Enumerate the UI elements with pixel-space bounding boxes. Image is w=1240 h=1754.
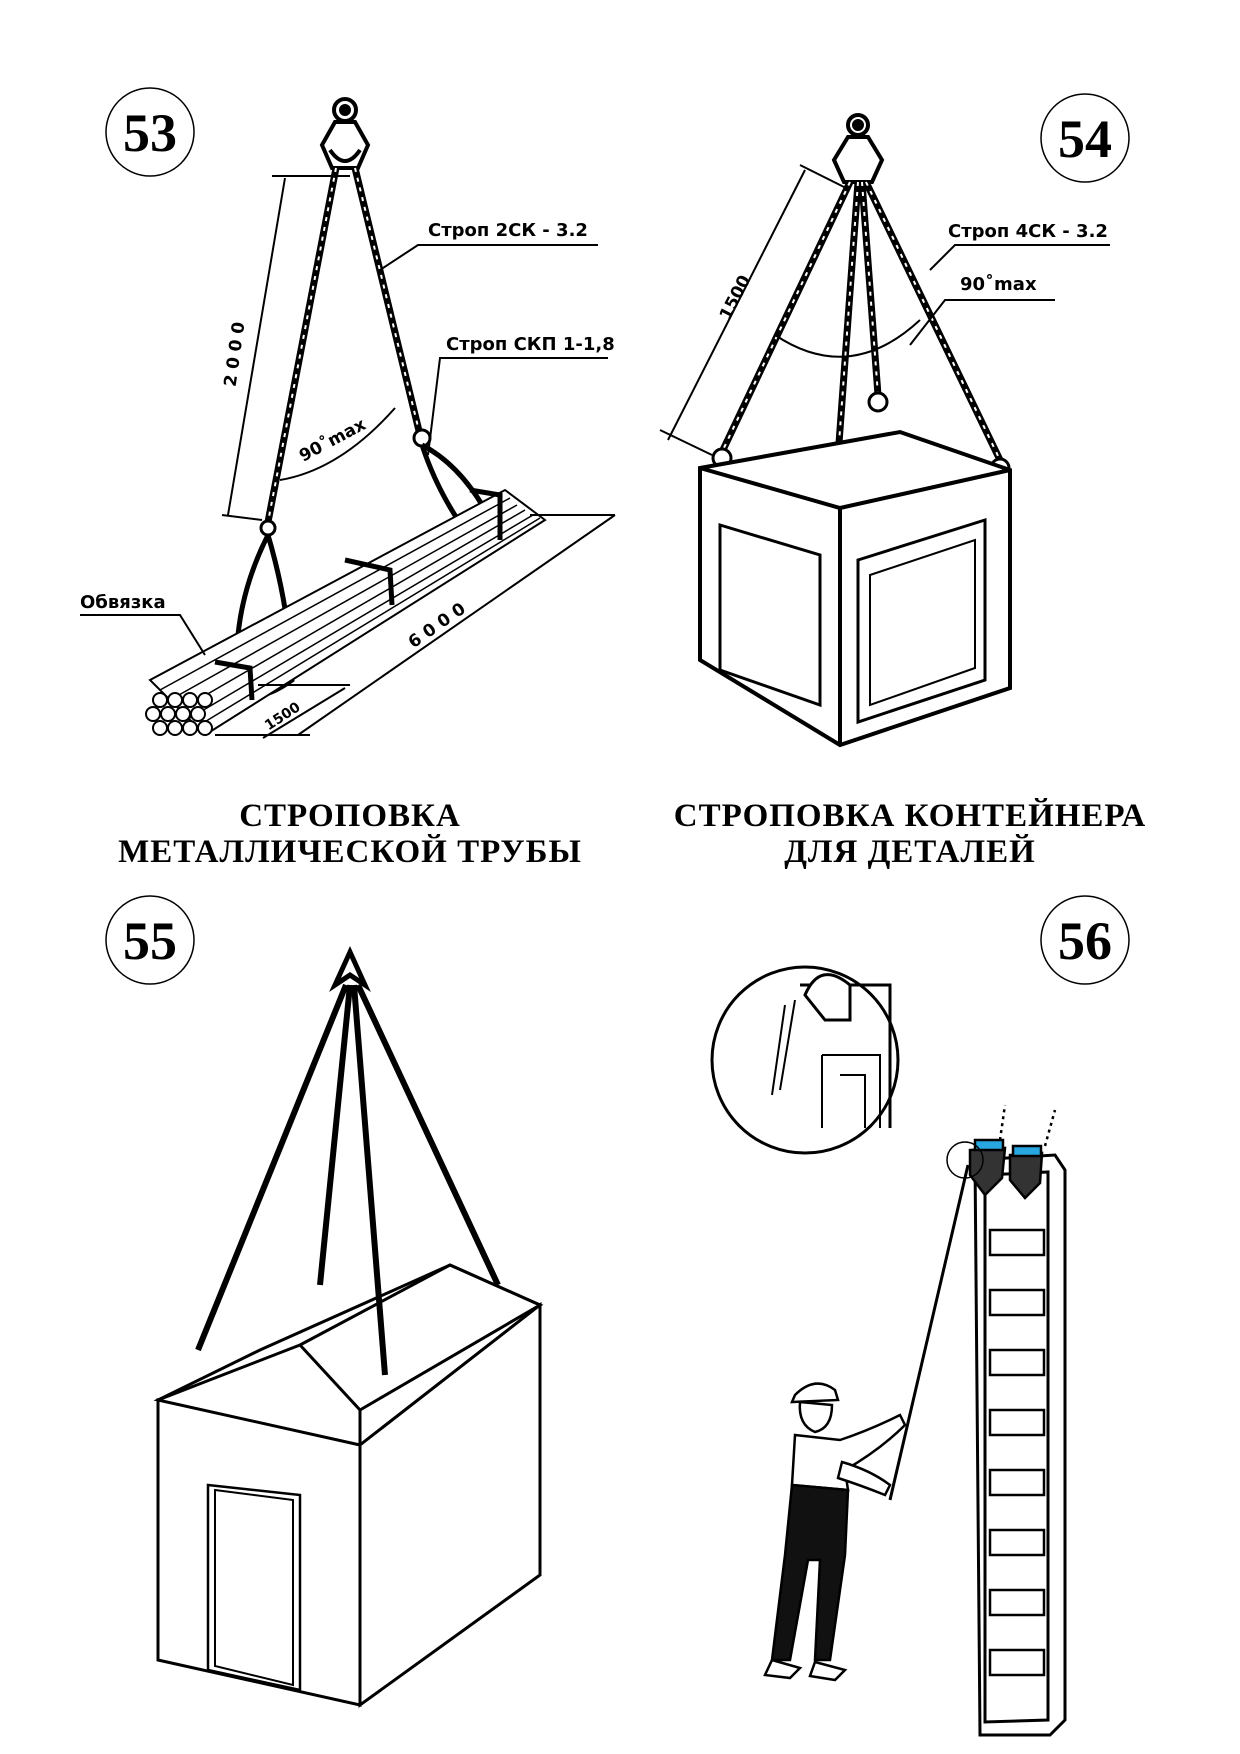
crane-hook-icon (831, 113, 885, 184)
svg-text:54: 54 (1058, 109, 1112, 169)
dimension-lines-bundle (215, 514, 616, 739)
caption-line: СТРОПОВКА КОНТЕЙНЕРА (673, 798, 1147, 834)
ladder (973, 1153, 1067, 1737)
panel-55: 55 (105, 895, 544, 1708)
panel-number-badge-56: 56 (1040, 895, 1130, 985)
four-leg-sling (195, 983, 501, 1376)
svg-text:55: 55 (123, 911, 177, 971)
label-binding: Обвязка (80, 592, 166, 613)
detail-zoom-circle (710, 965, 900, 1155)
building-module (153, 1263, 544, 1708)
dimension-label-height: 2 0 0 0 (221, 321, 250, 388)
label-sling-skp: Строп СКП 1-1,8 (446, 334, 615, 355)
caption-panel-53: СТРОПОВКА МЕТАЛЛИЧЕСКОЙ ТРУБЫ (70, 798, 630, 870)
dimension-label-height: 1500 (716, 272, 755, 323)
angle-arc (774, 319, 921, 358)
panel-53: 53 2 0 0 0 9 (80, 87, 616, 739)
panel-54: 54 1500 (659, 93, 1130, 748)
panel-number-badge-54: 54 (1040, 93, 1130, 183)
gripper-clamps (946, 1104, 1057, 1200)
pipe-bundle (145, 487, 547, 737)
angle-label: 90˚max (295, 413, 369, 466)
svg-text:53: 53 (123, 103, 177, 163)
caption-line: СТРОПОВКА (239, 798, 461, 834)
lifting-pole (888, 1164, 970, 1501)
dimension-height-1500 (659, 164, 851, 456)
panel-number-badge-55: 55 (105, 895, 195, 985)
svg-text:56: 56 (1058, 911, 1112, 971)
panel-number-badge-53: 53 (105, 87, 195, 177)
panel-56: 56 (710, 895, 1130, 1737)
dimension-height-2000 (221, 175, 350, 521)
caption-line: ДЛЯ ДЕТАЛЕЙ (784, 834, 1036, 870)
angle-label: 90˚max (960, 273, 1037, 295)
caption-line: МЕТАЛЛИЧЕСКОЙ ТРУБЫ (118, 834, 582, 870)
label-sling-2sk: Строп 2СК - 3.2 (428, 220, 588, 241)
lifting-ring-icon (329, 945, 371, 992)
dimension-label-length: 6 0 0 0 (405, 599, 470, 653)
crane-hook-icon (319, 97, 371, 170)
worker-figure (763, 1382, 907, 1682)
two-leg-sling (259, 167, 432, 537)
container (698, 429, 1012, 748)
caption-panel-54: СТРОПОВКА КОНТЕЙНЕРА ДЛЯ ДЕТАЛЕЙ (640, 798, 1180, 870)
callout-leaders-53 (80, 244, 608, 656)
angle-arc (279, 407, 396, 481)
callout-leaders-54 (909, 244, 1110, 346)
dimension-label-width: 1500 (262, 699, 304, 734)
label-sling-4sk: Строп 4СК - 3.2 (948, 221, 1108, 242)
